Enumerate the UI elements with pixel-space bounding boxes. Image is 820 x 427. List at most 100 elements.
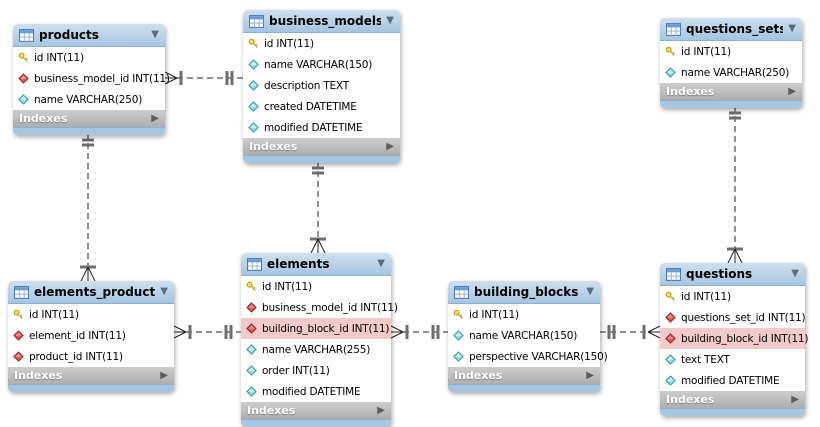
column-row[interactable]: id INT(11) [660,286,805,307]
column-label: id INT(11) [262,280,312,293]
column-icon [453,351,464,362]
relationship-products-business-models[interactable] [164,71,243,85]
column-row[interactable]: name VARCHAR(250) [660,62,802,83]
column-row[interactable]: order INT(11) [241,360,391,381]
table-bottom-strip [8,384,174,392]
column-icon [248,80,259,91]
column-label: modified DATETIME [681,374,780,387]
indexes-section[interactable]: Indexes ▶ [13,110,165,127]
column-row[interactable]: business_model_id INT(11) [241,297,398,318]
table-questions-sets[interactable]: questions_sets ▼ id INT(11) name VARCHAR… [660,18,802,108]
collapse-arrow-icon[interactable]: ▼ [151,29,159,40]
column-row[interactable]: modified DATETIME [243,117,400,138]
column-label: product_id INT(11) [29,350,123,363]
column-row-highlighted[interactable]: building_block_id INT(11) [241,318,391,339]
column-label: building_block_id INT(11) [262,322,390,335]
collapse-arrow-icon[interactable]: ▼ [386,15,394,26]
column-row[interactable]: name VARCHAR(150) [448,325,600,346]
table-header[interactable]: business_models ▼ [243,10,400,33]
column-row[interactable]: element_id INT(11) [8,325,174,346]
primary-key-icon [13,309,24,320]
table-header[interactable]: elements_products ▼ [8,281,174,304]
column-icon [665,375,676,386]
relationship-business-models-elements[interactable] [310,161,326,254]
expand-arrow-icon[interactable]: ▶ [788,85,796,97]
column-row[interactable]: text TEXT [660,349,805,370]
expand-arrow-icon[interactable]: ▶ [386,140,394,152]
column-row[interactable]: id INT(11) [8,304,174,325]
indexes-section[interactable]: Indexes ▶ [660,391,805,408]
collapse-arrow-icon[interactable]: ▼ [160,286,168,297]
column-row[interactable]: name VARCHAR(255) [241,339,391,360]
collapse-arrow-icon[interactable]: ▼ [791,268,799,279]
column-row[interactable]: product_id INT(11) [8,346,174,367]
column-row[interactable]: name VARCHAR(250) [13,89,165,110]
table-business-models[interactable]: business_models ▼ id INT(11) name VARCHA… [243,10,400,163]
column-icon [665,354,676,365]
column-row[interactable]: id INT(11) [660,41,802,62]
table-header[interactable]: questions_sets ▼ [660,18,802,41]
table-title: elements [267,257,330,271]
column-icon [665,67,676,78]
column-label: name VARCHAR(150) [469,329,578,342]
relationship-questions-sets-questions[interactable] [727,106,743,264]
table-building-blocks[interactable]: building_blocks ▼ id INT(11) name VARCHA… [448,281,608,392]
expand-arrow-icon[interactable]: ▶ [791,393,799,405]
table-elements-products[interactable]: elements_products ▼ id INT(11) element_i… [8,281,174,392]
column-row[interactable]: perspective VARCHAR(150) [448,346,608,367]
indexes-section[interactable]: Indexes ▶ [8,367,174,384]
table-questions[interactable]: questions ▼ id INT(11) questions_set_id … [660,263,808,416]
table-bottom-strip [660,408,805,416]
column-row[interactable]: modified DATETIME [660,370,805,391]
expand-arrow-icon[interactable]: ▶ [377,404,385,416]
table-icon [666,22,681,36]
table-products[interactable]: products ▼ id INT(11) business_model_id … [13,24,170,135]
expand-arrow-icon[interactable]: ▶ [160,369,168,381]
column-row[interactable]: modified DATETIME [241,381,391,402]
column-label: business_model_id INT(11) [34,72,170,85]
relationship-elements-products-elements[interactable] [173,325,241,339]
table-header[interactable]: building_blocks ▼ [448,281,600,304]
column-row[interactable]: questions_set_id INT(11) [660,307,806,328]
table-header[interactable]: products ▼ [13,24,165,47]
column-row[interactable]: name VARCHAR(150) [243,54,400,75]
indexes-section[interactable]: Indexes ▶ [241,402,391,419]
table-elements[interactable]: elements ▼ id INT(11) business_model_id … [241,253,398,427]
column-row[interactable]: id INT(11) [243,33,400,54]
table-header[interactable]: elements ▼ [241,253,391,276]
column-row[interactable]: description TEXT [243,75,400,96]
column-label: id INT(11) [469,308,519,321]
indexes-section[interactable]: Indexes ▶ [243,138,400,155]
relationship-elements-building-blocks[interactable] [390,325,448,339]
column-row-highlighted[interactable]: building_block_id INT(11) [660,328,808,349]
collapse-arrow-icon[interactable]: ▼ [788,23,796,34]
table-title: products [39,28,99,42]
column-row[interactable]: id INT(11) [13,47,165,68]
column-label: id INT(11) [681,290,731,303]
foreign-key-icon [665,312,676,323]
primary-key-icon [665,291,676,302]
foreign-key-icon [246,302,257,313]
expand-arrow-icon[interactable]: ▶ [151,112,159,124]
column-icon [248,122,259,133]
relationship-products-elements-products[interactable] [80,133,96,282]
column-label: text TEXT [681,353,730,366]
column-row[interactable]: id INT(11) [448,304,600,325]
table-title: questions_sets [686,22,784,36]
column-label: name VARCHAR(250) [34,93,143,106]
indexes-section[interactable]: Indexes ▶ [660,83,802,100]
indexes-section[interactable]: Indexes ▶ [448,367,600,384]
expand-arrow-icon[interactable]: ▶ [586,369,594,381]
column-label: id INT(11) [681,45,731,58]
collapse-arrow-icon[interactable]: ▼ [377,258,385,269]
table-icon [454,285,469,299]
column-row[interactable]: created DATETIME [243,96,400,117]
table-header[interactable]: questions ▼ [660,263,805,286]
relationship-building-blocks-questions[interactable] [600,325,661,339]
foreign-key-icon [246,323,257,334]
column-label: business_model_id INT(11) [262,301,398,314]
column-row[interactable]: business_model_id INT(11) [13,68,170,89]
column-label: modified DATETIME [262,385,361,398]
column-row[interactable]: id INT(11) [241,276,391,297]
collapse-arrow-icon[interactable]: ▼ [586,286,594,297]
